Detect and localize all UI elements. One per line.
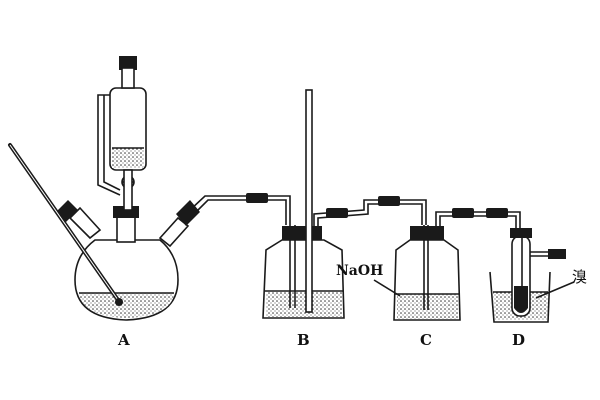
flask-liquid [79, 293, 174, 318]
label-a: A [117, 331, 130, 349]
label-b: B [297, 331, 310, 349]
apparatus-a [8, 56, 291, 321]
apparatus-d: 溴 [489, 228, 587, 323]
apparatus-b [262, 89, 427, 319]
naoh-pointer [373, 279, 401, 297]
naoh-label: NaOH [336, 263, 383, 279]
label-c: C [420, 331, 432, 349]
stopper-c [410, 226, 444, 240]
stopper-b [282, 226, 322, 240]
apparatus-c: NaOH [336, 208, 521, 321]
label-d: D [512, 331, 525, 349]
bromine-pointer [535, 281, 575, 299]
bromine-label: 溴 [572, 268, 587, 286]
